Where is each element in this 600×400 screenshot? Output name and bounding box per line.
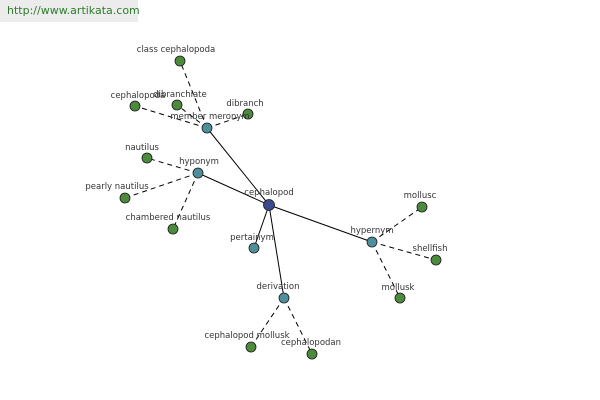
- node-hypernym[interactable]: [366, 236, 378, 248]
- edge-member-meronym-cephalopoda: [134, 105, 208, 129]
- node-dibranch[interactable]: [242, 108, 254, 120]
- node-shellfish[interactable]: [430, 254, 442, 266]
- node-pertainym[interactable]: [248, 242, 260, 254]
- graph-edges: [124, 60, 437, 355]
- edge-hypernym: [268, 204, 373, 243]
- edge-hypernym-shellfish: [371, 241, 437, 261]
- node-class-cephalopoda[interactable]: [174, 55, 186, 67]
- edge-member-meronym-dibranchiate: [176, 104, 208, 129]
- node-mollusc[interactable]: [416, 201, 428, 213]
- label-mollusk: mollusk: [382, 283, 415, 293]
- node-derivation[interactable]: [278, 292, 290, 304]
- label-chambered-nautilus: chambered nautilus: [126, 213, 211, 223]
- label-dibranchiate: dibranchiate: [153, 90, 206, 100]
- edge-derivation-cephalopod-mollusk: [250, 297, 285, 348]
- label-hyponym: hyponym: [179, 157, 219, 167]
- label-derivation: derivation: [256, 282, 299, 292]
- node-hyponym[interactable]: [192, 167, 204, 179]
- node-cephalopod-mollusk[interactable]: [245, 341, 257, 353]
- label-cephalopod: cephalopod: [244, 188, 293, 198]
- label-hypernym: hypernym: [350, 226, 393, 236]
- edge-hypernym-mollusc: [371, 206, 423, 243]
- label-member-meronym: member meronym: [170, 112, 249, 122]
- edge-member-meronym: [206, 127, 270, 206]
- edge-derivation: [268, 204, 285, 299]
- graph-nodes: [119, 55, 442, 360]
- edge-member-meronym-dibranch: [206, 113, 249, 129]
- graph-labels: cephalopod member meronym hyponym pertainym…: [85, 45, 447, 348]
- edge-hyponym-pearly-nautilus: [124, 172, 199, 199]
- label-cephalopoda: cephalopoda: [111, 91, 166, 101]
- node-pearly-nautilus[interactable]: [119, 192, 131, 204]
- edge-hyponym: [197, 172, 270, 206]
- edge-derivation-cephalopodan: [283, 297, 313, 355]
- node-dibranchiate[interactable]: [171, 99, 183, 111]
- node-nautilus[interactable]: [141, 152, 153, 164]
- label-nautilus: nautilus: [125, 143, 159, 153]
- edge-hyponym-chambered-nautilus: [172, 172, 199, 230]
- label-cephalopod-mollusk: cephalopod mollusk: [204, 331, 289, 341]
- edge-pertainym: [253, 204, 270, 249]
- edge-member-meronym-class-cephalopoda: [179, 60, 208, 129]
- label-cephalopodan: cephalopodan: [281, 338, 341, 348]
- label-mollusc: mollusc: [404, 191, 437, 201]
- node-cephalopodan[interactable]: [306, 348, 318, 360]
- node-cephalopoda[interactable]: [129, 100, 141, 112]
- watermark-url: http://www.artikata.com: [0, 0, 140, 22]
- label-pearly-nautilus: pearly nautilus: [85, 182, 149, 192]
- edge-hypernym-mollusk: [371, 241, 401, 299]
- label-class-cephalopoda: class cephalopoda: [137, 45, 215, 55]
- node-chambered-nautilus[interactable]: [167, 223, 179, 235]
- node-member-meronym[interactable]: [201, 122, 213, 134]
- label-dibranch: dibranch: [226, 99, 263, 109]
- label-shellfish: shellfish: [413, 244, 448, 254]
- label-pertainym: pertainym: [230, 233, 274, 243]
- node-mollusk[interactable]: [394, 292, 406, 304]
- node-cephalopod[interactable]: [263, 199, 275, 211]
